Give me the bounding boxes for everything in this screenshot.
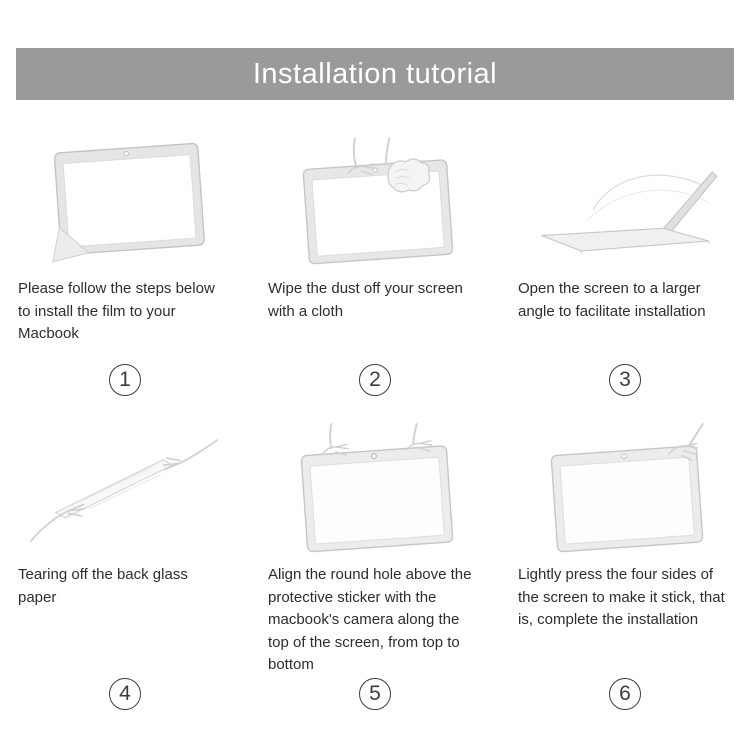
steps-grid: Please follow the steps below to install…: [0, 128, 750, 714]
step-4: Tearing off the back glass paper 4: [0, 414, 250, 714]
step-caption: Lightly press the four sides of the scre…: [518, 566, 725, 628]
step-caption: Wipe the dust off your screen with a clo…: [268, 280, 463, 320]
step-number: 1: [119, 368, 131, 391]
step-number-badge: 2: [359, 364, 391, 396]
step-number-badge: 5: [359, 678, 391, 710]
step-number: 2: [369, 368, 381, 391]
step-number-badge: 6: [609, 678, 641, 710]
step-number-badge: 3: [609, 364, 641, 396]
tear-back-paper-illustration: [18, 414, 232, 560]
step-number: 6: [619, 682, 631, 705]
film-corner-peel-illustration: [18, 128, 232, 274]
step-number: 5: [369, 682, 381, 705]
step-number: 3: [619, 368, 631, 391]
step-caption: Open the screen to a larger angle to fac…: [518, 280, 706, 320]
step-1: Please follow the steps below to install…: [0, 128, 250, 400]
step-number-badge: 4: [109, 678, 141, 710]
step-3: Open the screen to a larger angle to fac…: [500, 128, 750, 400]
step-number: 4: [119, 682, 131, 705]
step-2: Wipe the dust off your screen with a clo…: [250, 128, 500, 400]
step-5: Align the round hole above the protectiv…: [250, 414, 500, 714]
step-number-wrap: 6: [609, 678, 641, 714]
step-caption: Please follow the steps below to install…: [18, 280, 215, 342]
press-four-sides-illustration: [518, 414, 732, 560]
step-number-badge: 1: [109, 364, 141, 396]
wipe-screen-cloth-illustration: [268, 128, 482, 274]
title-banner: Installation tutorial: [16, 48, 734, 100]
align-camera-hole-illustration: [268, 414, 482, 560]
step-number-wrap: 3: [609, 364, 641, 400]
step-number-wrap: 4: [109, 678, 141, 714]
step-caption: Align the round hole above the protectiv…: [268, 566, 472, 673]
open-laptop-angle-illustration: [518, 128, 732, 274]
step-number-wrap: 1: [109, 364, 141, 400]
step-number-wrap: 2: [359, 364, 391, 400]
page-title: Installation tutorial: [252, 57, 498, 90]
step-caption: Tearing off the back glass paper: [18, 566, 188, 606]
step-6: Lightly press the four sides of the scre…: [500, 414, 750, 714]
step-number-wrap: 5: [359, 678, 391, 714]
